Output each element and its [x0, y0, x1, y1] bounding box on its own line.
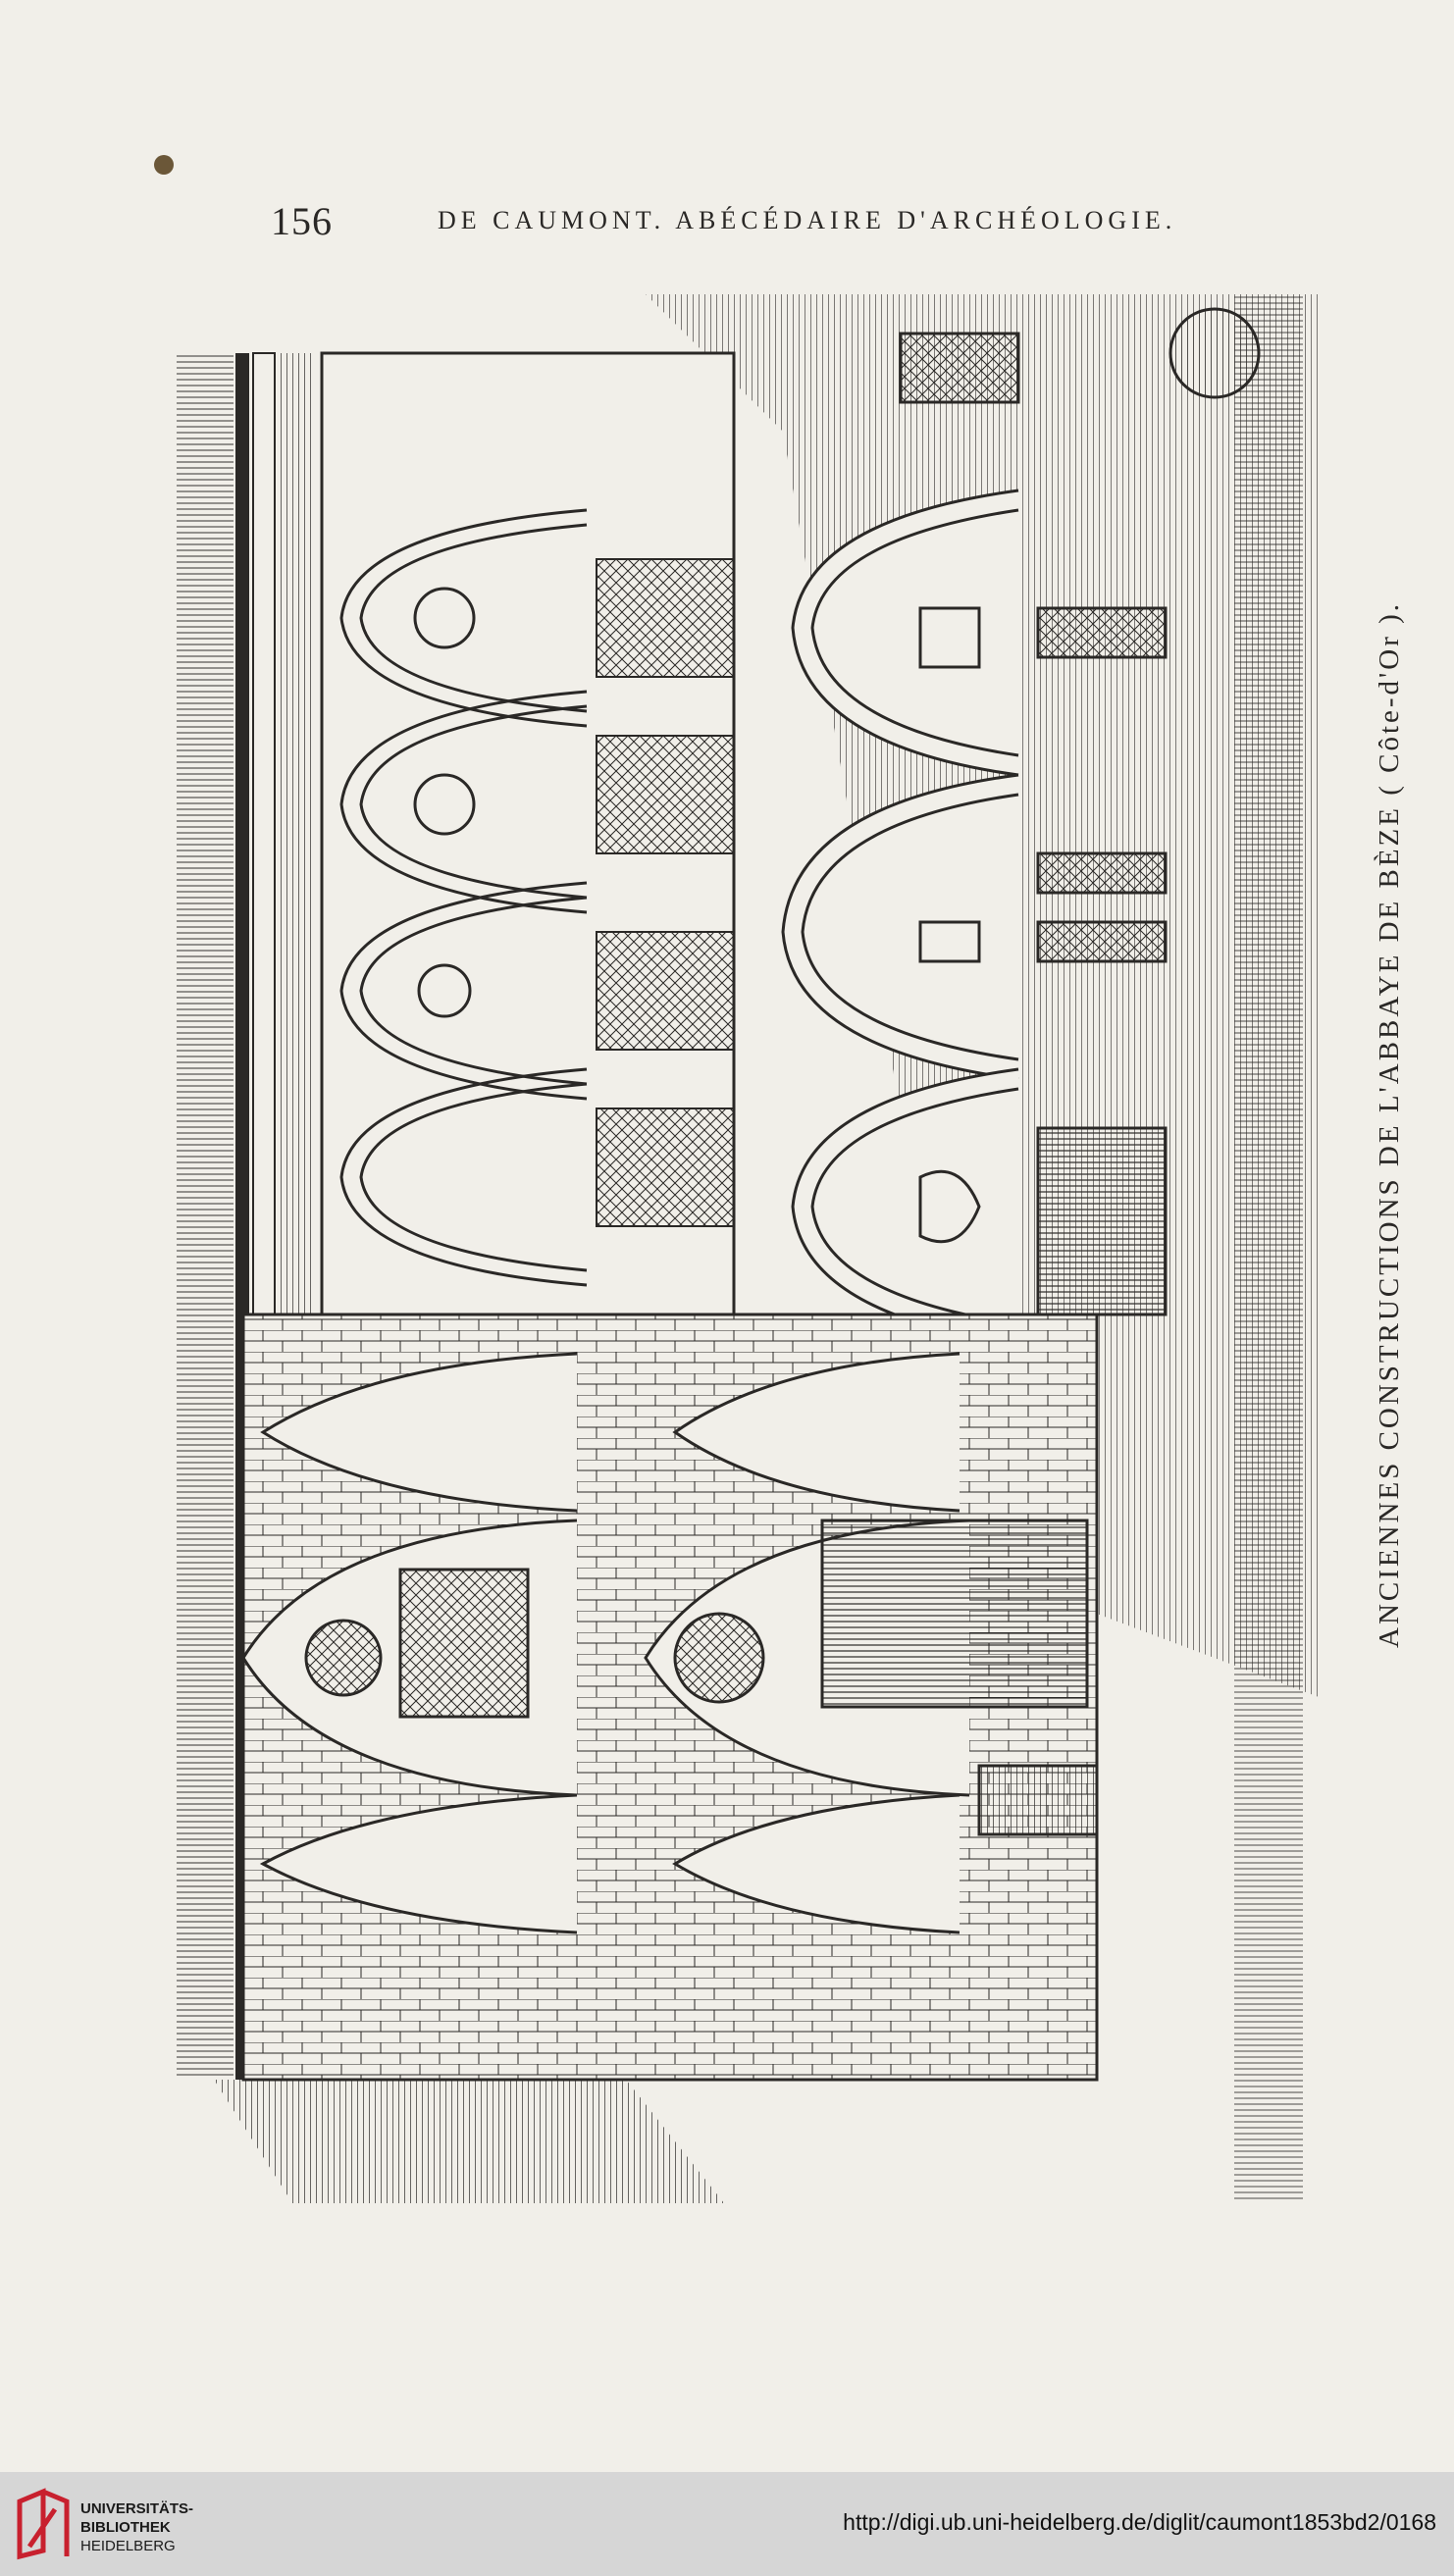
figure-caption-box: ANCIENNES CONSTRUCTIONS DE L'ABBAYE DE B…	[1344, 600, 1405, 1648]
permalink-url[interactable]: http://digi.ub.uni-heidelberg.de/diglit/…	[843, 2509, 1436, 2535]
page-number: 156	[271, 199, 333, 243]
engraving-illustration	[175, 294, 1319, 2203]
arch-row-1	[339, 508, 588, 1287]
library-name-line2: BIBLIOTHEK	[80, 2519, 171, 2536]
library-footer-bar: UNIVERSITÄTS- BIBLIOTHEK HEIDELBERG http…	[0, 2472, 1454, 2576]
figure-caption: ANCIENNES CONSTRUCTIONS DE L'ABBAYE DE B…	[1374, 600, 1405, 1648]
running-head: DE CAUMONT. ABÉCÉDAIRE D'ARCHÉOLOGIE.	[438, 206, 1177, 234]
ink-stain	[154, 155, 174, 175]
library-name-line1: UNIVERSITÄTS-	[80, 2500, 194, 2517]
library-name: UNIVERSITÄTS- BIBLIOTHEK HEIDELBERG	[80, 2499, 193, 2555]
library-logo-icon[interactable]	[16, 2488, 71, 2562]
book-page: 156 DE CAUMONT. ABÉCÉDAIRE D'ARCHÉOLOGIE…	[154, 155, 1405, 2203]
page-header: 156 DE CAUMONT. ABÉCÉDAIRE D'ARCHÉOLOGIE…	[271, 198, 1171, 247]
library-name-line3: HEIDELBERG	[80, 2538, 176, 2554]
grilles-row-1	[596, 558, 735, 1227]
